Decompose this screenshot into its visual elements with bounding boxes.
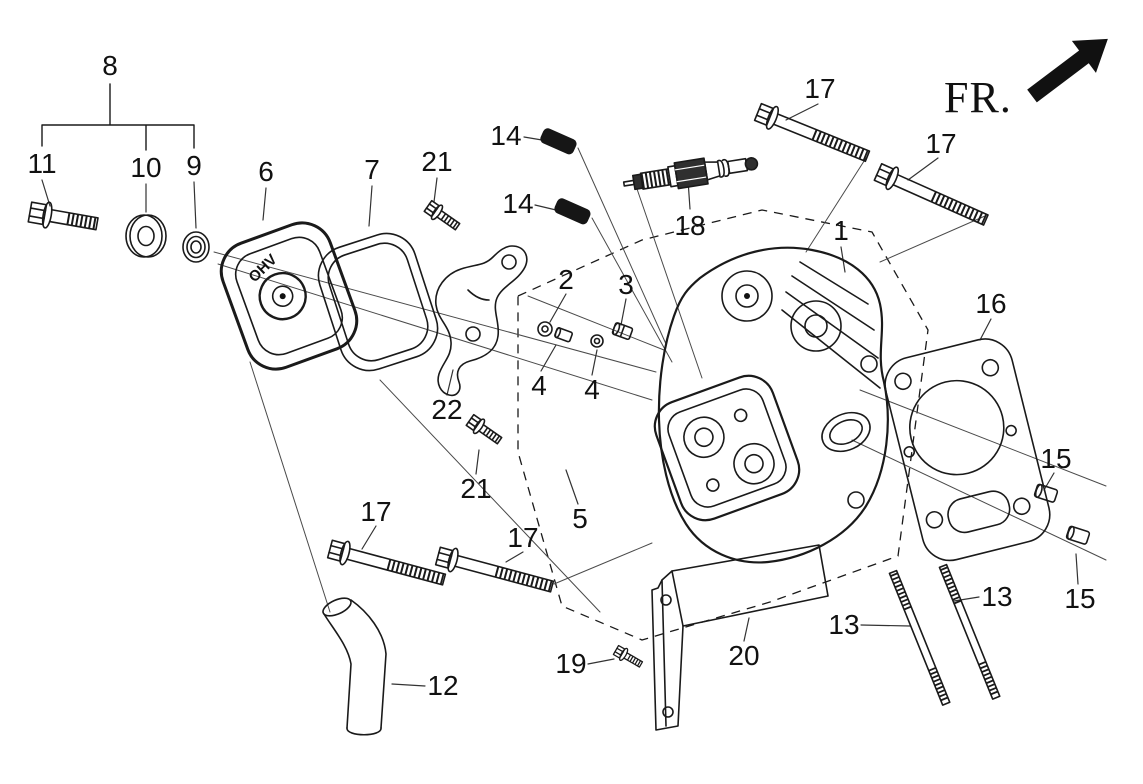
callout-5: 5 [572, 503, 588, 534]
callout-3: 3 [618, 269, 634, 300]
callout-4-a: 4 [531, 370, 547, 401]
part-cap-14-top [537, 125, 579, 157]
callout-17-b: 17 [925, 128, 957, 159]
callout-21-top: 21 [421, 146, 453, 177]
callout-15-a: 15 [1040, 443, 1072, 474]
part-pivot-3 [611, 322, 634, 341]
callout-16: 16 [975, 288, 1007, 319]
callout-7: 7 [364, 154, 380, 185]
callout-9: 9 [186, 150, 202, 181]
part-head-gasket-16 [884, 338, 1051, 562]
callout-12: 12 [427, 670, 459, 701]
part-breather-tube-12 [322, 597, 387, 736]
callout-14-b: 14 [502, 188, 534, 219]
part-cover-gasket-7 [317, 232, 439, 372]
part-cylinder-head-1 [653, 246, 889, 564]
assembly-outline-5 [517, 209, 929, 641]
part-shield-plate-20 [651, 544, 829, 731]
callout-13-b: 13 [981, 581, 1013, 612]
callout-17-c: 17 [360, 496, 392, 527]
part-bolt-17-right [873, 161, 991, 231]
part-nut-9 [182, 231, 210, 263]
callout-17-a: 17 [804, 73, 836, 104]
part-bolt-19 [613, 644, 645, 670]
fr-arrow-icon [1027, 38, 1108, 103]
part-bolt-17-bottom-left [327, 537, 447, 591]
part-spacer-4-a [554, 327, 573, 343]
part-cap-14-bottom [551, 195, 593, 227]
leader-lines [41, 103, 1079, 687]
callout-13-a: 13 [828, 609, 860, 640]
callout-10: 10 [130, 152, 162, 183]
part-bolt-21-top [423, 199, 462, 234]
part-bracket-22 [435, 245, 528, 397]
callout-18: 18 [674, 210, 706, 241]
callout-2: 2 [558, 264, 574, 295]
callout-1: 1 [833, 215, 849, 246]
part-bolt-17-top [754, 101, 872, 167]
callout-21-bottom: 21 [460, 473, 492, 504]
callout-17-d: 17 [507, 522, 539, 553]
callout-8-bracket [41, 83, 195, 151]
callout-11: 11 [27, 148, 57, 179]
callout-15-b: 15 [1064, 583, 1096, 614]
part-bolt-21-bottom [465, 413, 504, 448]
callout-14-a: 14 [490, 120, 522, 151]
alignment-lines [213, 147, 1107, 613]
callout-8: 8 [102, 50, 118, 81]
part-spacer-4-b [590, 334, 604, 348]
fr-label: FR. [944, 73, 1012, 122]
part-spark-plug-18 [622, 157, 759, 191]
callout-6: 6 [258, 156, 274, 187]
callout-4-b: 4 [584, 374, 600, 405]
part-washer-10 [125, 214, 167, 258]
part-bolt-11 [27, 201, 99, 231]
part-dowel-pin-15-b [1065, 525, 1091, 546]
callout-20: 20 [728, 640, 760, 671]
callout-19: 19 [555, 648, 587, 679]
part-stud-13-a [889, 571, 949, 706]
part-washer-2 [537, 321, 553, 337]
callout-22: 22 [431, 394, 463, 425]
